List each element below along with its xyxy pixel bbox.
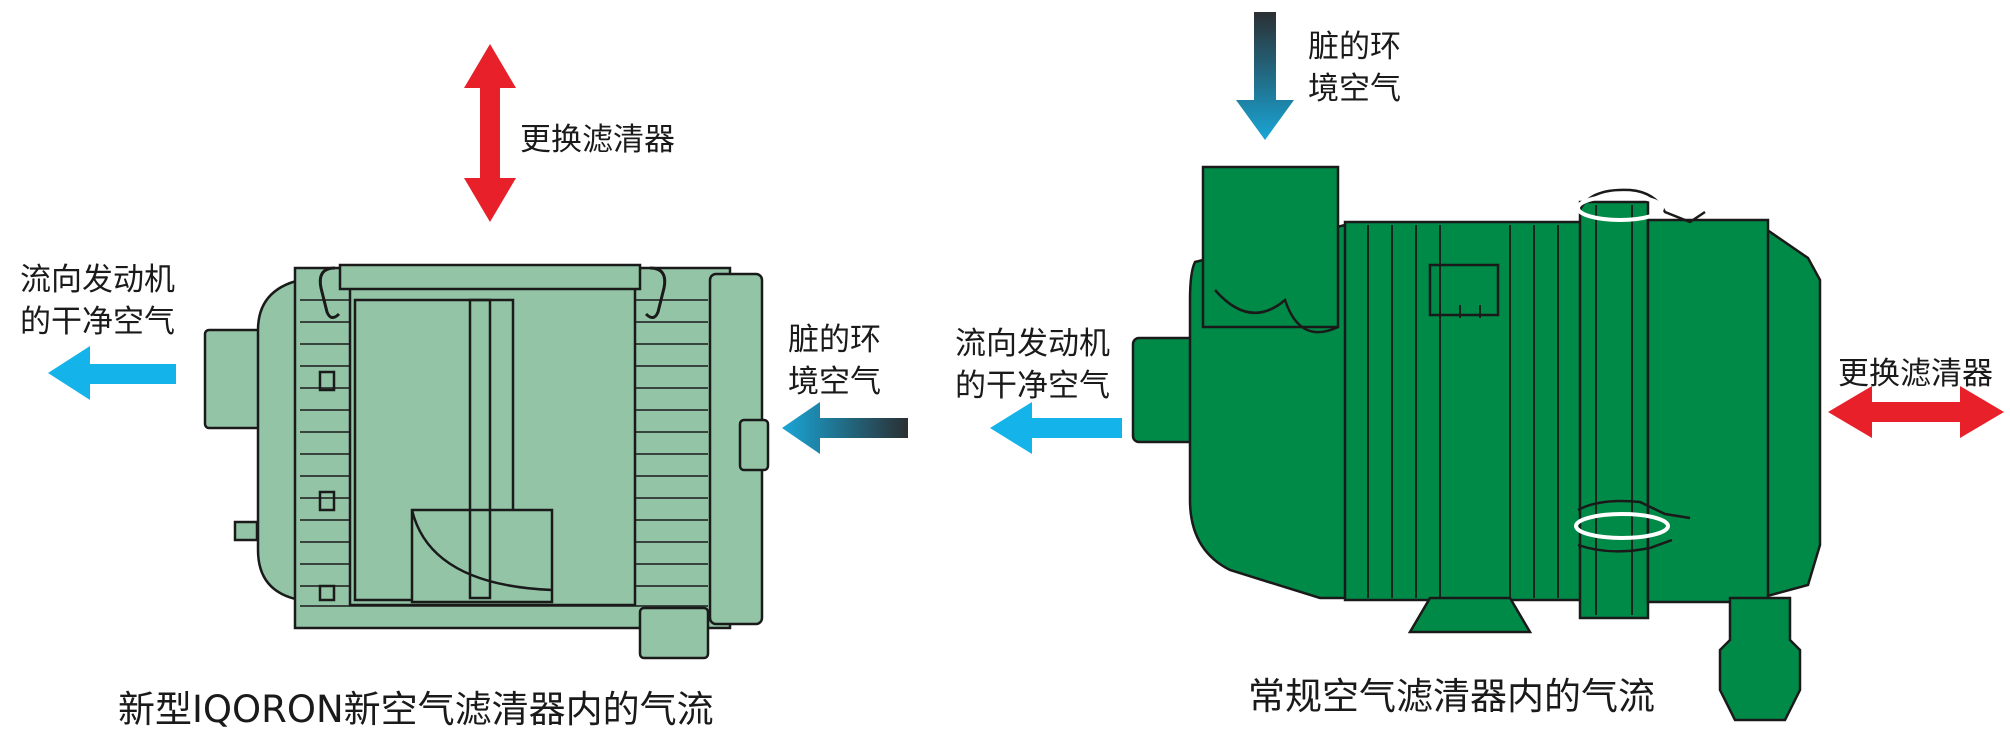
left-clean-air-label-line1: 流向发动机 <box>20 262 175 298</box>
right-clean-air-label-line1: 流向发动机 <box>955 326 1110 362</box>
clean-air-arrow-left <box>48 346 176 400</box>
dirty-air-arrow-left <box>782 402 908 454</box>
right-replace-filter-label: 更换滤清器 <box>1838 356 1993 392</box>
right-clean-air-label-line2: 的干净空气 <box>955 368 1110 404</box>
right-caption: 常规空气滤清器内的气流 <box>1248 675 1655 718</box>
left-replace-filter-label: 更换滤清器 <box>520 122 675 158</box>
clean-air-arrow-left-right-diagram <box>990 402 1122 454</box>
right-dirty-air-label-line2: 境空气 <box>1308 71 1401 107</box>
left-caption: 新型IQORON新空气滤清器内的气流 <box>118 688 714 731</box>
left-dirty-air-label-line2: 境空气 <box>788 364 881 400</box>
conventional-filter-ribs <box>1367 205 1633 615</box>
right-dirty-air-label-line1: 脏的环 <box>1308 29 1401 65</box>
conventional-filter-illustration <box>1131 165 1822 722</box>
replace-filter-arrow-horizontal <box>1828 386 2004 438</box>
left-clean-air-label-line2: 的干净空气 <box>20 304 175 340</box>
replace-filter-arrow-vertical <box>464 44 516 222</box>
new-filter-cover-panel <box>318 263 667 607</box>
conventional-filter-clamps <box>1574 188 1706 553</box>
dirty-air-arrow-down <box>1236 12 1294 140</box>
left-dirty-air-label-line1: 脏的环 <box>788 322 881 358</box>
